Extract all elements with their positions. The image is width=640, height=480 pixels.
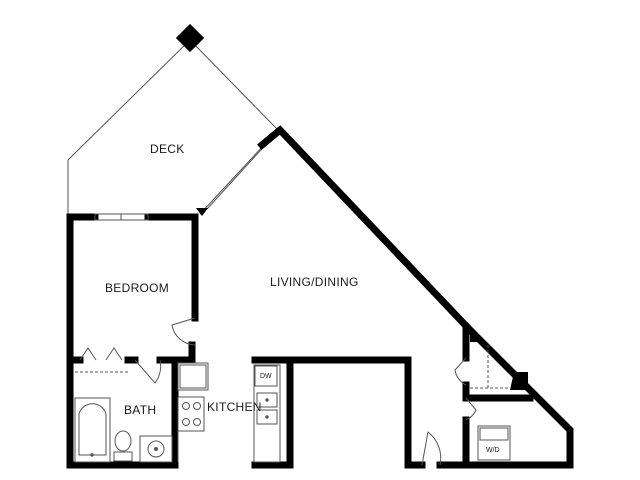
stove-icon [182, 402, 201, 426]
wall-corner [470, 327, 485, 342]
kitchen-counter [177, 362, 209, 462]
bedroom-window [94, 213, 149, 221]
sink-icon [139, 435, 173, 463]
bath-label: BATH [124, 403, 156, 417]
deck-label: DECK [150, 142, 185, 156]
living-dining-label: LIVING/DINING [270, 275, 359, 289]
deck-post [175, 23, 205, 53]
kitchen-sink-icon [256, 392, 278, 425]
toilet-icon [113, 430, 133, 462]
washer-dryer-icon [477, 425, 511, 461]
kitchen-counter-right [253, 364, 281, 463]
wall-corner [196, 208, 208, 216]
kitchen-label: KITCHEN [207, 400, 262, 414]
dishwasher-label: DW [260, 373, 272, 380]
wall-corner [510, 372, 528, 390]
washer-dryer-label: W/D [486, 447, 500, 454]
bathtub-icon [74, 397, 111, 463]
bedroom-label: BEDROOM [105, 281, 169, 295]
deck-area [67, 39, 279, 215]
doors [75, 317, 510, 466]
